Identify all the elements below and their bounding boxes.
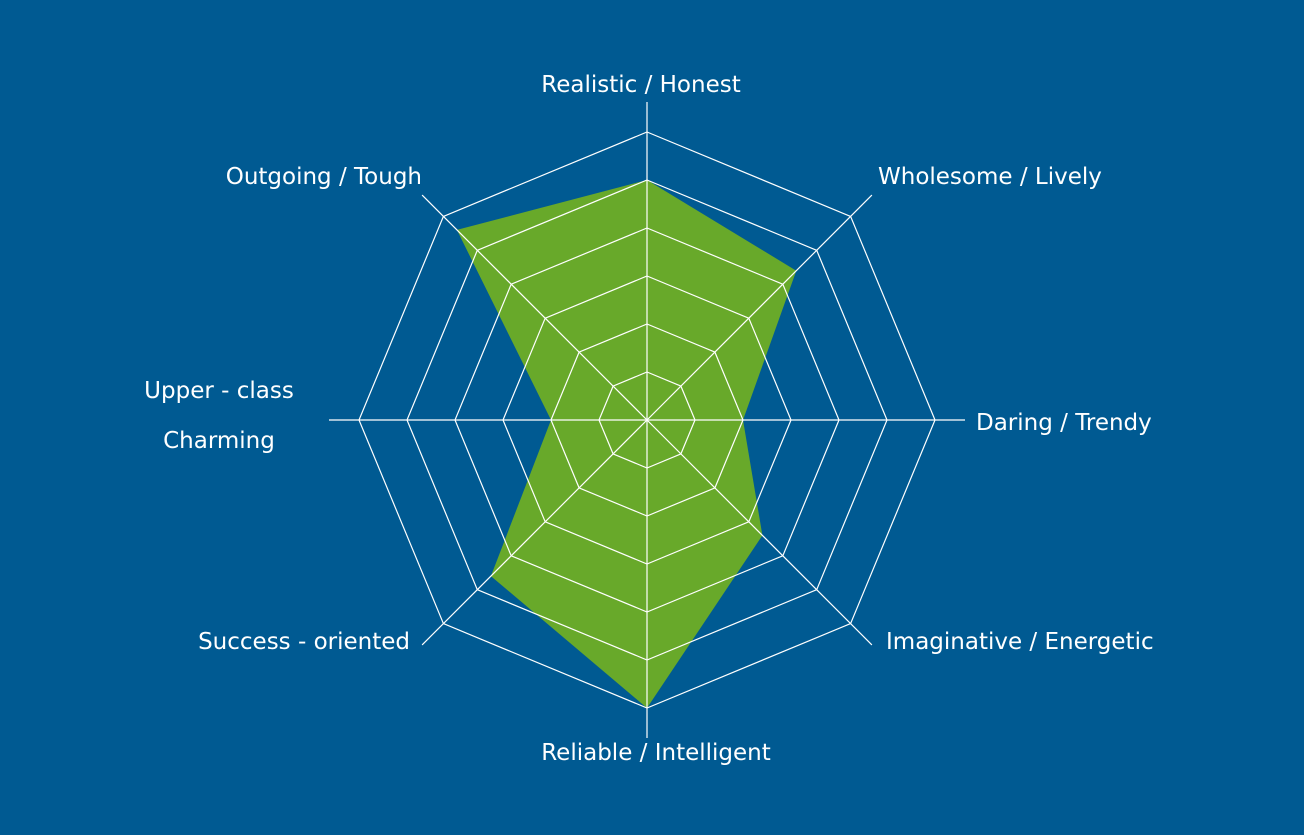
axis-label-realistic-honest: Realistic / Honest	[541, 72, 740, 98]
axis-spoke-wholesome-lively	[646, 194, 873, 421]
axis-label-upper-class-line1: Upper - class	[144, 378, 294, 404]
data-area-layer	[456, 180, 797, 708]
data-area-series-1	[456, 180, 797, 708]
axis-spoke-outgoing-tough	[421, 194, 648, 421]
axis-label-outgoing-tough: Outgoing / Tough	[226, 164, 422, 190]
axis-label-reliable-intelligent: Reliable / Intelligent	[541, 740, 771, 766]
axis-label-wholesome-lively: Wholesome / Lively	[878, 164, 1102, 190]
axis-label-success-oriented: Success - oriented	[198, 629, 410, 655]
axis-spoke-success-oriented	[421, 419, 648, 646]
axis-spoke-imaginative-energetic	[646, 419, 873, 646]
axis-label-imaginative-energetic: Imaginative / Energetic	[886, 629, 1154, 655]
axis-label-daring-trendy: Daring / Trendy	[976, 410, 1152, 436]
grid-layer	[329, 102, 965, 738]
axis-label-charming-line2: Charming	[163, 428, 275, 454]
